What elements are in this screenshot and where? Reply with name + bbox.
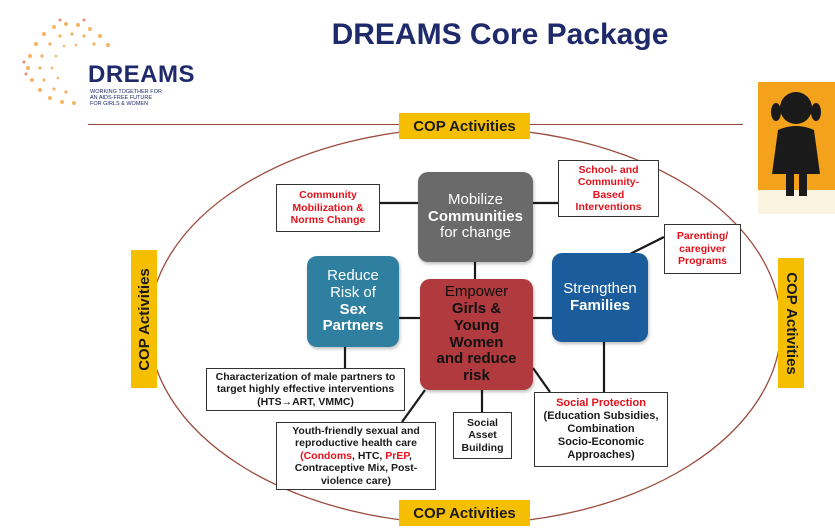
connector-center-youth bbox=[401, 389, 426, 423]
cop-activities-bottom: COP Activities bbox=[399, 500, 530, 526]
cop-activities-left: COP Activities bbox=[131, 250, 157, 388]
dreams-logo: DREAMS WORKING TOGETHER FOR AN AIDS-FREE… bbox=[14, 12, 214, 122]
node-strengthen-families: Strengthen Families bbox=[552, 253, 648, 342]
node-mobilize-communities: Mobilize Communities for change bbox=[418, 172, 533, 262]
connector-center-protection bbox=[532, 367, 551, 393]
node-empower-girls: Empower Girls & Young Women and reduce r… bbox=[420, 279, 533, 390]
note-youth-friendly-care: Youth-friendly sexual and reproductive h… bbox=[276, 422, 436, 490]
logo-dots-icon bbox=[22, 18, 110, 105]
node-reduce-risk: Reduce Risk of Sex Partners bbox=[307, 256, 399, 347]
girl-illustration bbox=[758, 82, 835, 214]
cop-activities-right: COP Activities bbox=[778, 258, 804, 388]
cop-activities-top: COP Activities bbox=[399, 113, 530, 139]
page-title: DREAMS Core Package bbox=[331, 18, 669, 51]
girl-silhouette-icon bbox=[758, 92, 835, 214]
logo-tagline: WORKING TOGETHER FOR AN AIDS-FREE FUTURE… bbox=[90, 89, 162, 107]
logo-wordmark: DREAMS bbox=[88, 61, 196, 88]
note-social-protection: Social Protection (Education Subsidies, … bbox=[534, 392, 668, 467]
